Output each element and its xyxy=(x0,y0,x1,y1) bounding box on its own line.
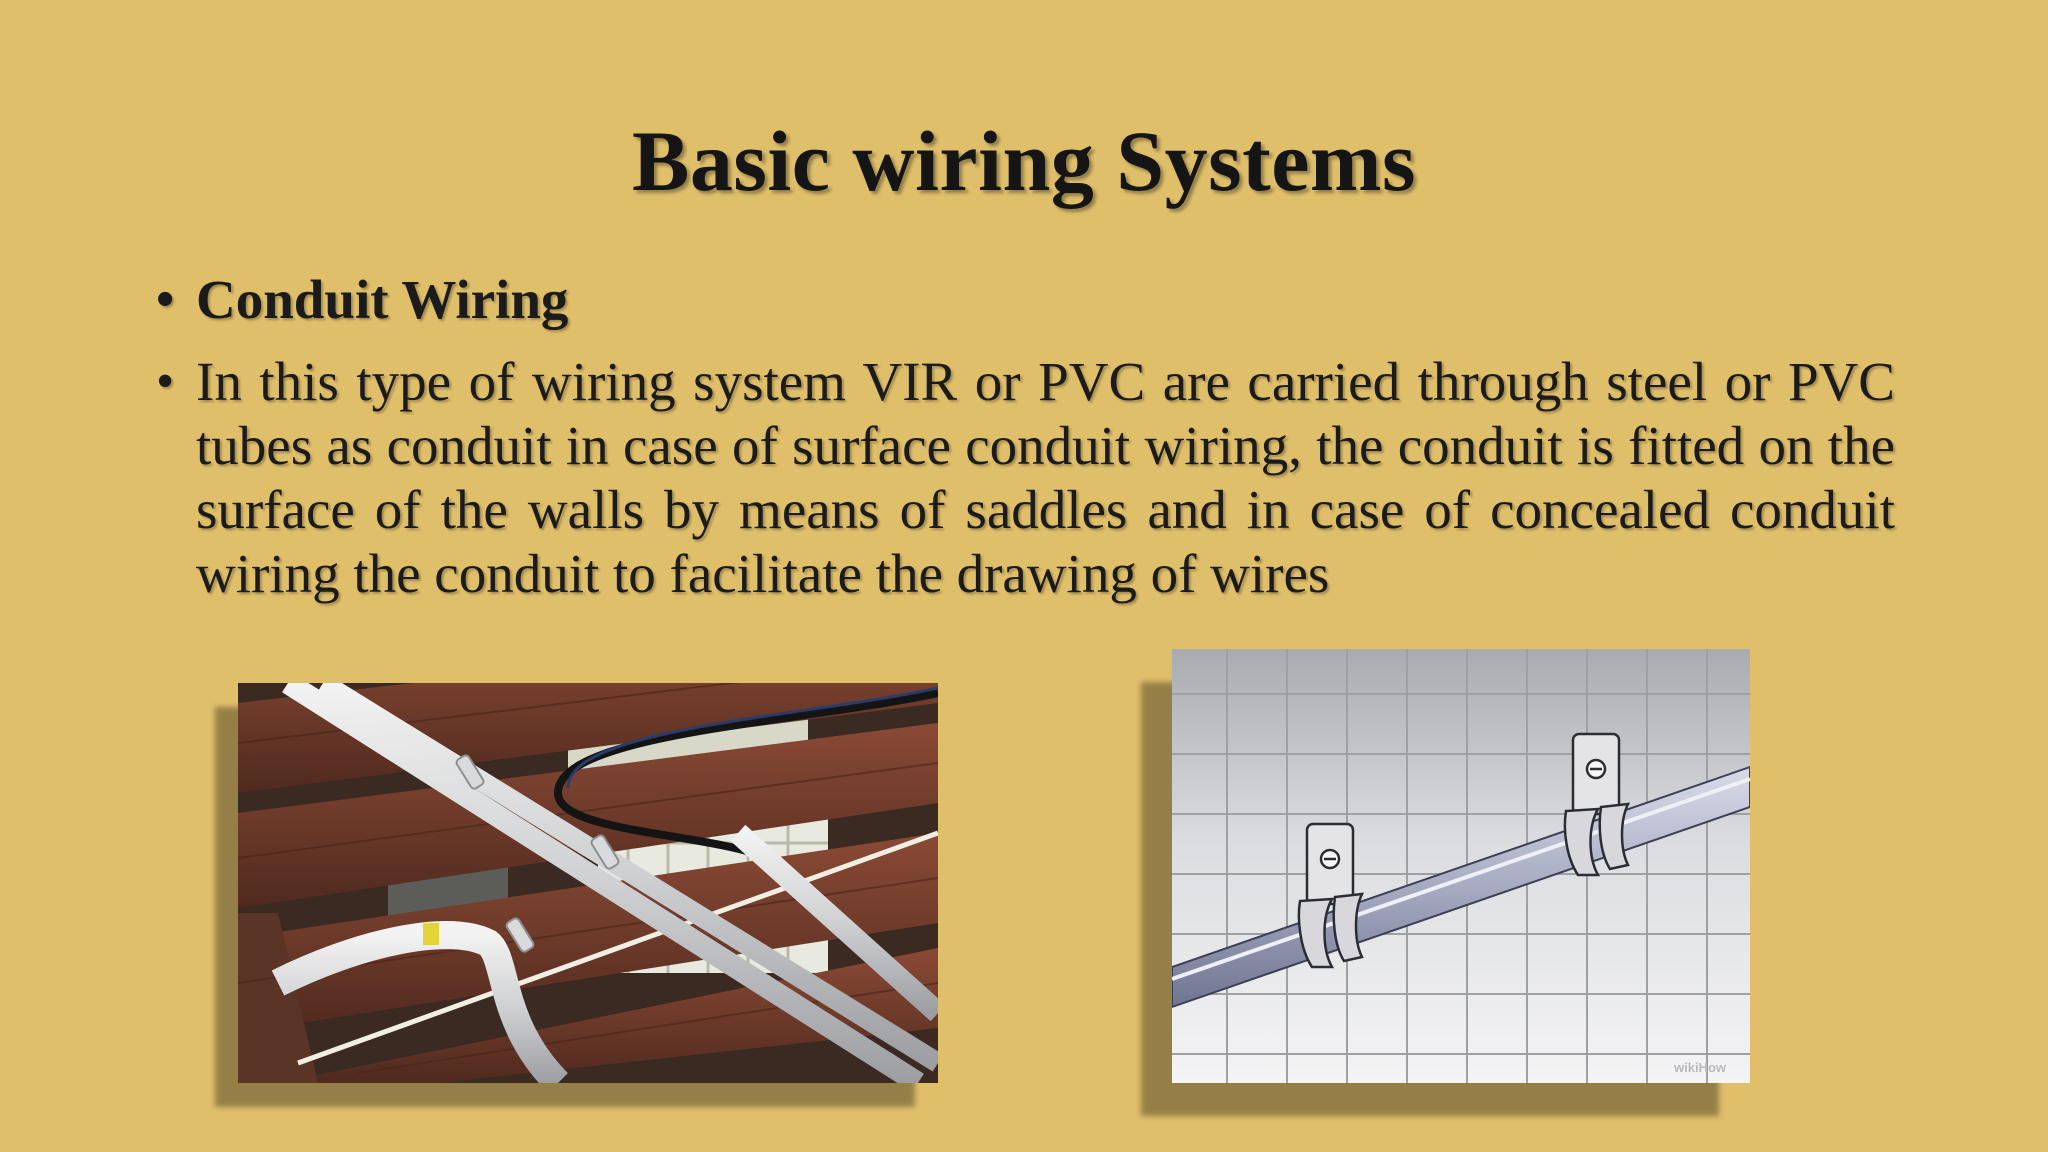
conduit-saddles-illustration: wikiHow xyxy=(1172,649,1750,1083)
slide-title: Basic wiring Systems xyxy=(632,113,1416,209)
bullet-marker: • xyxy=(156,271,175,328)
bullet-list: • Conduit Wiring • In this type of wirin… xyxy=(150,268,1895,606)
bullet-text: Conduit Wiring xyxy=(196,269,569,330)
bullet-item-conduit-wiring: • Conduit Wiring xyxy=(150,268,1895,332)
bullet-text: In this type of wiring system VIR or PVC… xyxy=(196,351,1895,604)
bullet-marker: • xyxy=(156,353,175,410)
conduit-joists-photo xyxy=(238,683,938,1083)
bullet-item-description: • In this type of wiring system VIR or P… xyxy=(150,350,1895,606)
wikihow-watermark: wikiHow xyxy=(1673,1060,1726,1075)
